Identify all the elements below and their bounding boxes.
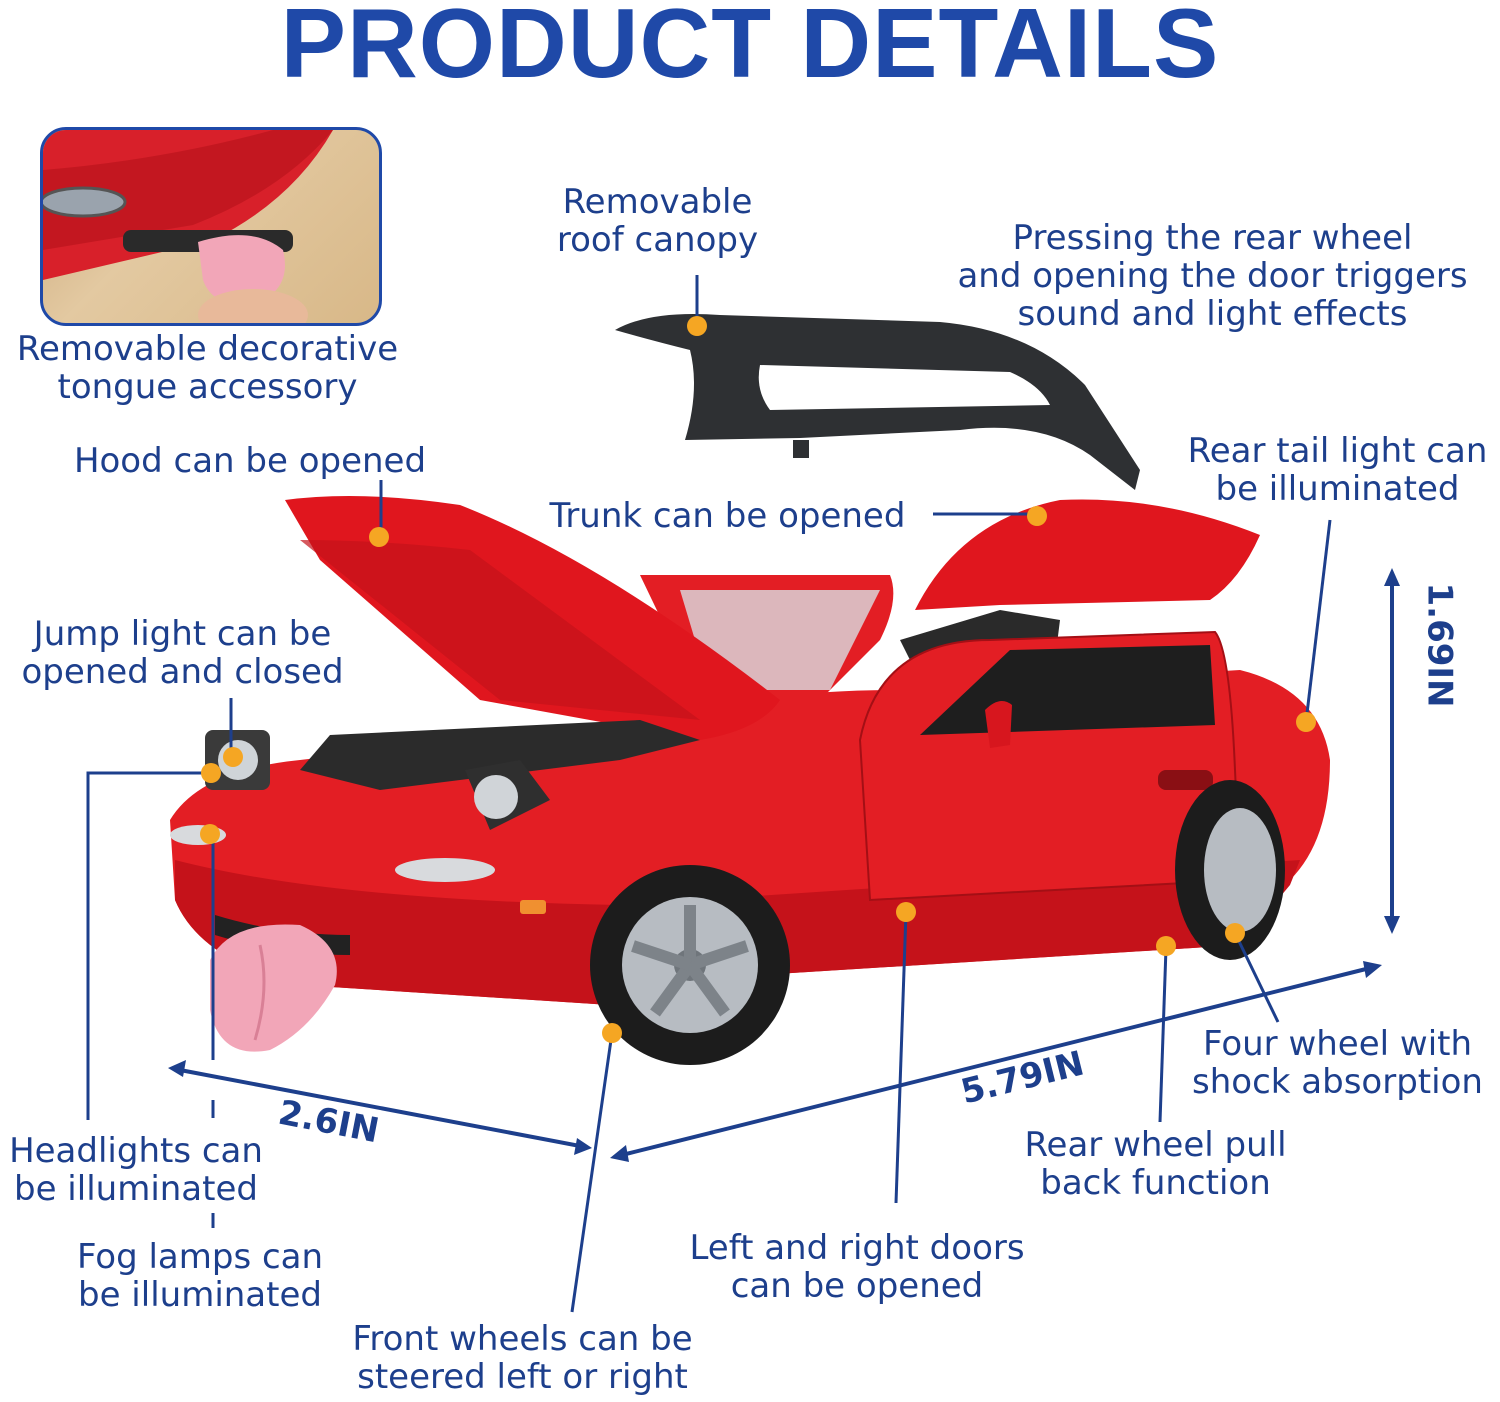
label-line: back function [1040,1163,1271,1203]
label-line: Removable decorative [16,329,399,369]
label-fog-lamps: Fog lamps can be illuminated [65,1238,335,1314]
label-headlights: Headlights can be illuminated [0,1132,272,1208]
label-line: tongue accessory [57,367,358,407]
marker-dots [200,316,1316,1043]
label-line: Rear tail light can [1187,431,1488,471]
page-title: PRODUCT DETAILS [280,0,1220,98]
label-roof-canopy: Removable roof canopy [530,183,785,259]
tongue-closeup-illustration [43,130,333,323]
label-line: Removable [562,182,753,222]
label-line: Headlights can [9,1131,263,1171]
label-line: Rear wheel pull [1024,1125,1287,1165]
label-line: can be opened [730,1266,984,1306]
dimension-arrows [168,568,1400,1162]
label-line: sound and light effects [1017,294,1408,334]
label-line: Front wheels can be [352,1319,693,1359]
label-line: steered left or right [357,1357,688,1397]
red-sports-car [170,496,1330,1065]
label-front-wheels: Front wheels can be steered left or righ… [335,1320,710,1396]
label-line: opened and closed [21,652,344,692]
label-line: Fog lamps can [76,1237,324,1277]
label-jump-light: Jump light can be opened and closed [10,615,355,691]
roof-canopy [615,314,1140,490]
label-shock-absorption: Four wheel with shock absorption [1180,1025,1495,1101]
label-line: Left and right doors [689,1228,1025,1268]
label-tongue-accessory: Removable decorative tongue accessory [5,330,410,406]
label-pull-back: Rear wheel pull back function [1008,1126,1303,1202]
label-doors: Left and right doors can be opened [672,1229,1042,1305]
label-line: Trunk can be opened [549,496,906,536]
label-line: Hood can be opened [73,441,427,481]
label-line: be illuminated [14,1169,258,1209]
label-line: Four wheel with [1202,1024,1473,1064]
leader-lines [86,275,1332,1313]
dimension-height: 1.69IN [1419,582,1460,708]
label-line: Pressing the rear wheel [1012,218,1413,258]
label-line: and opening the door triggers [957,256,1468,296]
label-line: be illuminated [78,1275,322,1315]
tongue-accessory-photo [40,127,382,326]
label-line: Jump light can be [33,614,332,654]
label-line: shock absorption [1192,1062,1483,1102]
label-trunk: Trunk can be opened [535,497,920,535]
label-hood: Hood can be opened [60,442,440,480]
label-rear-tail-light: Rear tail light can be illuminated [1175,432,1500,508]
label-line: roof canopy [556,220,759,260]
label-sound-light-effects: Pressing the rear wheel and opening the … [935,219,1490,333]
label-line: be illuminated [1215,469,1460,509]
